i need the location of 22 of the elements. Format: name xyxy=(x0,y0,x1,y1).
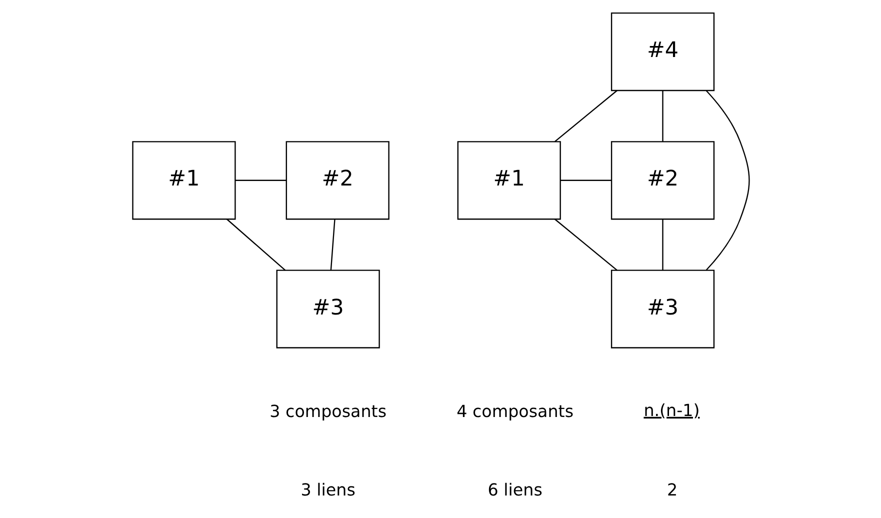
node-box: #1 xyxy=(456,141,560,220)
label: 2 xyxy=(666,480,678,500)
connector xyxy=(662,90,663,142)
node-box: #1 xyxy=(132,141,236,220)
connector xyxy=(554,218,617,271)
label: 3 liens xyxy=(300,480,355,500)
label: 3 composants xyxy=(269,402,386,422)
label: 6 liens xyxy=(487,480,542,500)
node-box: #4 xyxy=(610,12,714,92)
node-box: #3 xyxy=(610,270,714,348)
connector xyxy=(226,218,286,271)
node-box: #2 xyxy=(285,141,389,220)
connector xyxy=(560,180,611,181)
label: n.(n-1) xyxy=(643,400,700,420)
connector xyxy=(554,90,617,142)
connector xyxy=(330,219,335,270)
node-box: #2 xyxy=(610,141,714,220)
connector xyxy=(662,219,663,270)
node-box: #3 xyxy=(276,270,380,348)
label: 4 composants xyxy=(456,402,574,422)
connector xyxy=(705,90,750,270)
connector xyxy=(234,180,286,181)
